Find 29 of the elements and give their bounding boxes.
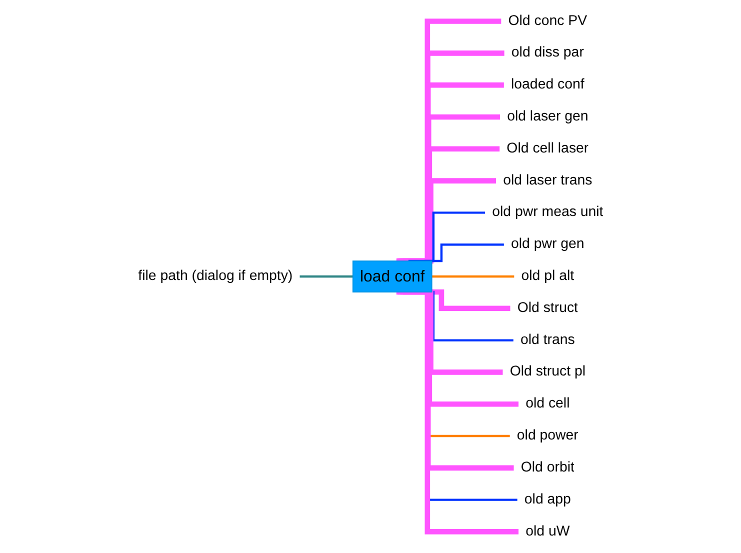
connector bbox=[400, 146, 500, 264]
node-text: old pl alt bbox=[521, 268, 574, 284]
node-text: loaded conf bbox=[510, 77, 584, 92]
node-text: old diss par bbox=[511, 45, 584, 60]
node-text: Old cell laser bbox=[506, 140, 588, 156]
node-text: Old conc PV bbox=[508, 13, 587, 28]
node-text: old laser gen bbox=[506, 109, 588, 124]
connector bbox=[398, 114, 500, 264]
connector bbox=[424, 243, 504, 262]
connector bbox=[396, 18, 501, 264]
connector bbox=[402, 178, 496, 264]
node-text: old trans bbox=[520, 332, 575, 348]
node-text: Old orbit bbox=[520, 460, 574, 475]
node-text: Old struct bbox=[517, 300, 578, 316]
node-text: old uW bbox=[525, 524, 570, 539]
node-box: load conf bbox=[352, 260, 432, 292]
node-text: file path (dialog if empty) bbox=[138, 268, 292, 284]
node-text: Old struct pl bbox=[510, 364, 586, 380]
connector bbox=[398, 82, 504, 264]
node-text: old pwr meas unit bbox=[492, 204, 604, 220]
node-text: old cell bbox=[525, 396, 570, 412]
node-text: old laser trans bbox=[502, 172, 592, 188]
connector bbox=[300, 275, 353, 278]
connector bbox=[432, 275, 514, 278]
connector bbox=[408, 212, 485, 262]
node-text: old pwr gen bbox=[510, 236, 584, 252]
node-text: old app bbox=[524, 492, 571, 507]
node-text: old power bbox=[516, 428, 578, 444]
connector bbox=[396, 50, 504, 264]
